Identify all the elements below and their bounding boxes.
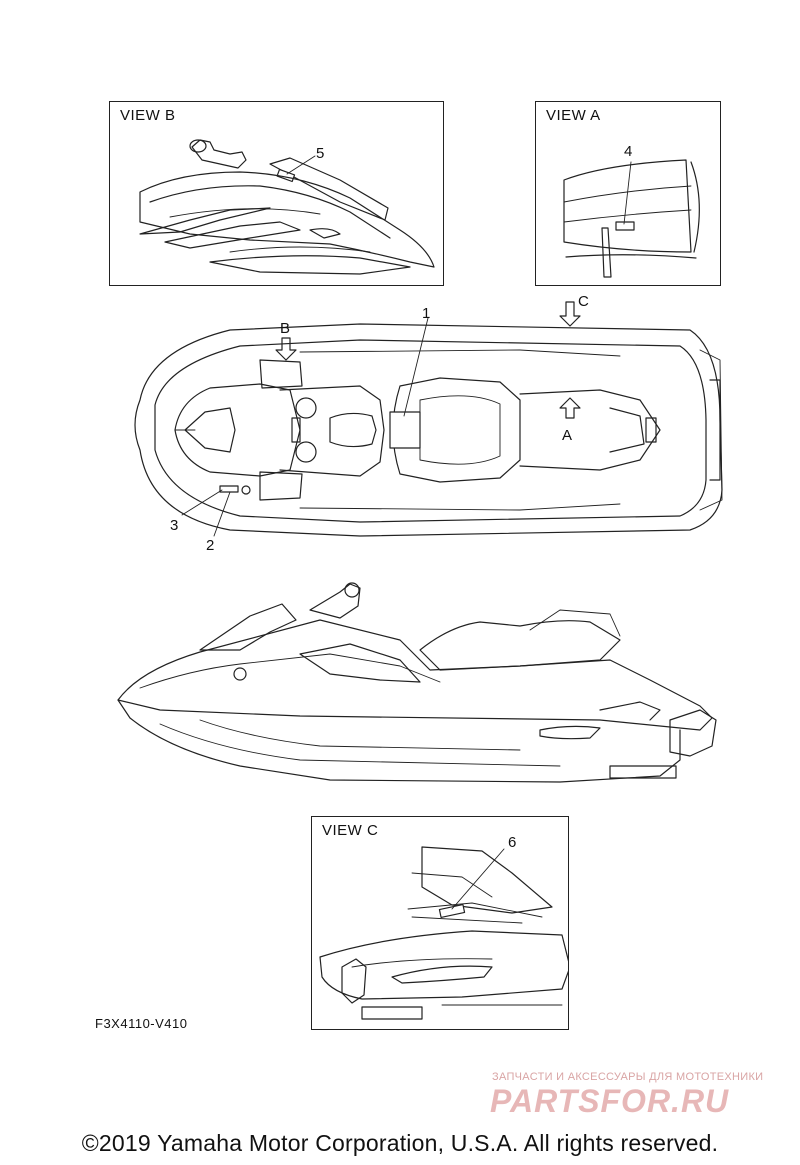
arrow-label-b: B xyxy=(280,320,290,337)
view-a-callout-4: 4 xyxy=(624,143,632,160)
view-b-panel: VIEW B 5 xyxy=(109,101,444,286)
view-a-title: VIEW A xyxy=(546,107,601,124)
view-b-drawing: 5 xyxy=(139,139,435,275)
view-a-drawing: 4 xyxy=(563,143,700,278)
watermark-tagline: ЗАПЧАСТИ И АКСЕССУАРЫ ДЛЯ МОТОТЕХНИКИ xyxy=(492,1071,764,1083)
arrow-label-c: C xyxy=(578,293,589,310)
view-c-title: VIEW C xyxy=(322,822,379,839)
view-c-callout-6: 6 xyxy=(508,834,516,851)
copyright-notice: ©2019 Yamaha Motor Corporation, U.S.A. A… xyxy=(81,1130,719,1156)
arrow-label-a: A xyxy=(562,427,572,444)
view-b-title: VIEW B xyxy=(120,107,176,124)
top-view-callout-2: 2 xyxy=(206,537,214,554)
view-b-callout-5: 5 xyxy=(316,145,324,162)
view-c-panel: VIEW C 6 xyxy=(311,816,569,1030)
view-a-panel: VIEW A 4 xyxy=(535,101,721,286)
view-c-drawing: 6 xyxy=(319,834,568,1020)
top-view-drawing: B C A 1 2 3 xyxy=(134,293,723,554)
top-view-callout-3: 3 xyxy=(170,517,178,534)
part-code: F3X4110-V410 xyxy=(95,1016,188,1031)
side-view-drawing xyxy=(117,582,717,783)
top-view-callout-1: 1 xyxy=(422,305,430,322)
watermark-logo: PARTSFOR.RU xyxy=(490,1083,730,1119)
